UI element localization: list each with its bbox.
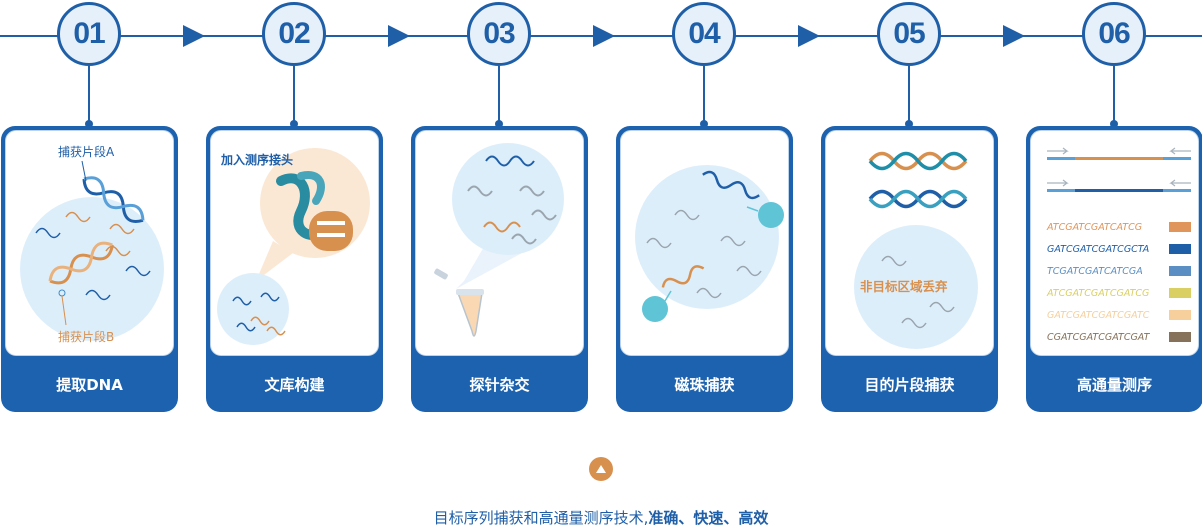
step-card-probe-hybridization: 探针杂交 (411, 126, 588, 412)
step-connector (495, 66, 503, 128)
step-connector (905, 66, 913, 128)
library-construction-illustration (217, 148, 370, 345)
sequence-text: CGATCGATCGATCGAT (1047, 331, 1150, 343)
step-number-badge: 03 (467, 2, 531, 66)
sequence-color-swatch (1169, 310, 1191, 320)
step-label: 目的片段捕获 (864, 375, 955, 394)
timeline-arrow (1003, 25, 1025, 47)
sequence-row: ATCGATCGATCGATCG (1047, 285, 1191, 301)
sequence-row: TCGATCGATCATCGA (1047, 263, 1191, 279)
card-illustration (620, 130, 789, 356)
timeline-arrow (798, 25, 820, 47)
adapter-label: 加入测序接头 (221, 153, 294, 167)
timeline-arrow (183, 25, 205, 47)
step-number-badge: 05 (877, 2, 941, 66)
step-number-badge: 01 (57, 2, 121, 66)
sequencing-reads-illustration (1047, 147, 1191, 192)
step-connector (85, 66, 93, 128)
sequence-row: GATCGATCGATCGATC (1047, 307, 1191, 323)
card-illustration: 加入测序接头 (210, 130, 379, 356)
step-card-magnetic-bead-capture: 磁珠捕获 (616, 126, 793, 412)
step-number-badge: 04 (672, 2, 736, 66)
sequence-row: CGATCGATCGATCGAT (1047, 329, 1191, 345)
step-label: 探针杂交 (469, 375, 530, 394)
step-connector (290, 66, 298, 128)
dna-helix-icon (48, 241, 114, 285)
capture-fragment-a-label: 捕获片段A (58, 145, 115, 159)
step-card-sequencing: ATCGATCGATCATCG GATCGATCGATCGCTA TCGATCG… (1026, 126, 1202, 412)
sequence-color-swatch (1169, 288, 1191, 298)
step-label: 提取DNA (56, 375, 123, 394)
capture-fragment-b-label: 捕获片段B (58, 330, 115, 344)
off-target-discard-label: 非目标区域丢弃 (860, 279, 948, 294)
timeline-arrow (593, 25, 615, 47)
magnetic-bead-illustration (635, 165, 784, 322)
chevron-up-icon (596, 465, 606, 473)
target-capture-illustration (854, 151, 978, 349)
sequence-text: ATCGATCGATCATCG (1047, 221, 1143, 233)
sequence-row: GATCGATCGATCGCTA (1047, 241, 1191, 257)
card-illustration (415, 130, 584, 356)
step-label: 高通量测序 (1076, 375, 1152, 394)
sequence-color-swatch (1169, 332, 1191, 342)
probe-hybridization-illustration (434, 143, 564, 337)
step-label: 磁珠捕获 (674, 375, 735, 394)
sequence-text: GATCGATCGATCGATC (1047, 309, 1150, 321)
sequence-row: ATCGATCGATCATCG (1047, 219, 1191, 235)
sequence-color-swatch (1169, 266, 1191, 276)
step-connector (1110, 66, 1118, 128)
step-card-library-construction: 加入测序接头 文库构建 (206, 126, 383, 412)
sequence-text: ATCGATCGATCGATCG (1047, 287, 1150, 299)
dna-helix-icon (82, 176, 145, 223)
card-illustration: ATCGATCGATCATCG GATCGATCGATCGCTA TCGATCG… (1030, 130, 1199, 356)
footer-tagline: 目标序列捕获和高通量测序技术,准确、快速、高效 (0, 507, 1202, 528)
scroll-up-button[interactable] (589, 457, 613, 481)
step-number-badge: 02 (262, 2, 326, 66)
dna-extraction-illustration (20, 160, 164, 341)
step-connector (700, 66, 708, 128)
card-illustration: 捕获片段A 捕获片段B (5, 130, 174, 356)
sequence-text: GATCGATCGATCGCTA (1047, 243, 1150, 255)
sequence-text: TCGATCGATCATCGA (1047, 265, 1143, 277)
step-card-dna-extraction: 捕获片段A 捕获片段B 提取DNA (1, 126, 178, 412)
step-number-badge: 06 (1082, 2, 1146, 66)
step-label: 文库构建 (264, 375, 325, 394)
tagline-highlight: 准确、快速、高效 (648, 509, 769, 527)
sequence-color-swatch (1169, 222, 1191, 232)
step-card-target-fragment-capture: 非目标区域丢弃 目的片段捕获 (821, 126, 998, 412)
sequence-color-swatch (1169, 244, 1191, 254)
tagline-main: 目标序列捕获和高通量测序技术, (433, 509, 649, 527)
timeline-arrow (388, 25, 410, 47)
card-illustration: 非目标区域丢弃 (825, 130, 994, 356)
